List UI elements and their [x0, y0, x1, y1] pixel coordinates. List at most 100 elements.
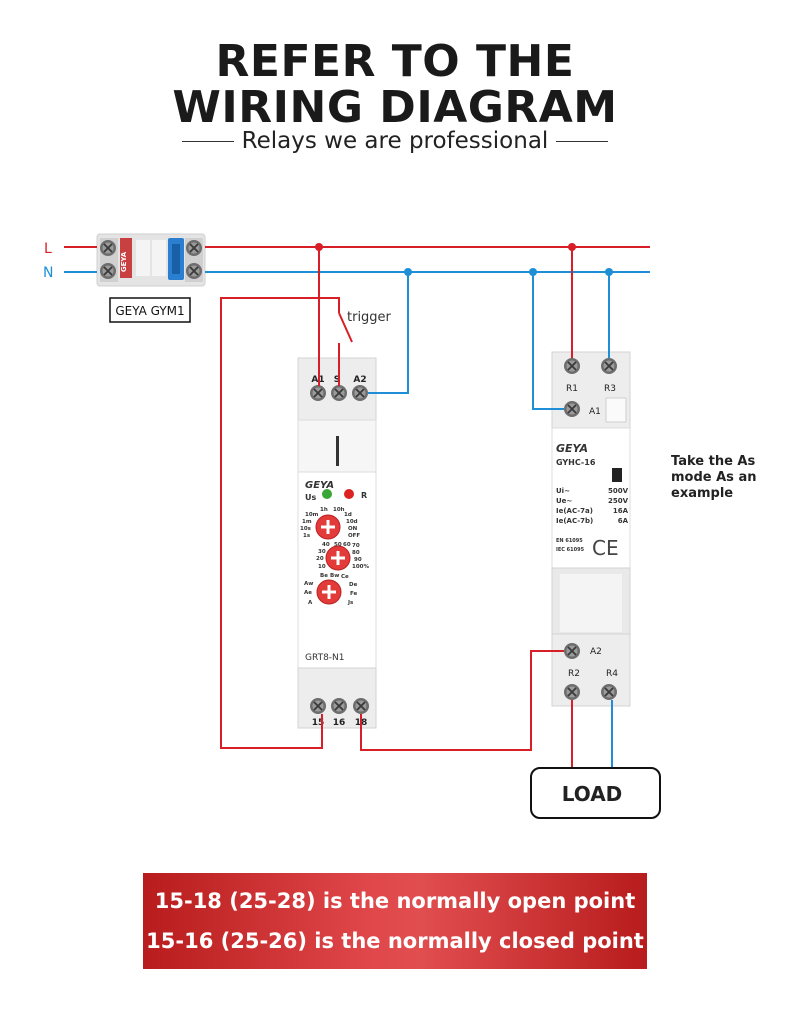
timer-dial-mode[interactable] [315, 578, 343, 606]
contactor-terminal-r2-label: R2 [568, 669, 580, 679]
note-line-1: Take the As [671, 454, 755, 469]
timer-relay: GEYA Us R 1h 10h 10m 1d 1m 10d 10s ON 1s… [297, 357, 377, 729]
breaker-label: GEYA GYM1 [115, 304, 184, 318]
dial1-label-10m: 10m [305, 512, 319, 518]
spec-ie7a-key: Ie(AC-7a) [556, 507, 593, 515]
timer-terminal-s-label: S [334, 375, 340, 385]
subtitle-rule-left [181, 141, 234, 142]
contactor-terminal-r1-label: R1 [566, 384, 578, 394]
contactor-terminal-a2-label: A2 [590, 647, 602, 657]
subtitle: Relays we are professional [0, 128, 790, 154]
timer-screw-a2 [351, 384, 369, 402]
standard-iec: IEC 61095 [556, 547, 585, 553]
dial2-label-80: 80 [352, 550, 360, 556]
dial2-label-30: 30 [318, 549, 326, 555]
dial3-label-ce: Ce [341, 574, 349, 580]
breaker-label-box [109, 297, 191, 323]
spec-ui-key: Ui~ [556, 487, 570, 495]
note-line-2: mode As an [671, 470, 756, 485]
dial1-label-10s: 10s [300, 526, 312, 532]
dial1-label-off: OFF [348, 533, 360, 539]
timer-led-us [322, 489, 332, 499]
contact-note-banner: 15-18 (25-28) is the normally open point… [143, 873, 647, 969]
dial1-label-1s: 1s [303, 533, 311, 539]
timer-model: GRT8-N1 [305, 653, 345, 663]
timer-brand: GEYA [305, 480, 334, 491]
neutral-label: N [43, 265, 53, 281]
timer-dial-range[interactable] [314, 513, 342, 541]
title-line-2: WIRING DIAGRAM [172, 82, 618, 133]
note-line-3: example [671, 486, 733, 501]
contactor-terminal-r3-label: R3 [604, 384, 616, 394]
dial1-label-1m: 1m [302, 519, 312, 525]
wire-neutral-to-contactor-a1 [532, 272, 564, 410]
timer-terminal-a2-label: A2 [353, 375, 366, 385]
contactor-screw-a2 [563, 642, 581, 660]
dial3-label-js: Js [347, 600, 354, 606]
dial3-label-ae: Ae [304, 590, 312, 596]
wire-18-to-a2 [360, 650, 564, 751]
contactor-screw-a1 [563, 400, 581, 418]
spec-ui-val: 500V [608, 487, 629, 495]
timer-led-r-label: R [361, 491, 367, 500]
live-label: L [44, 241, 52, 257]
subtitle-text: Relays we are professional [241, 128, 549, 154]
breaker-device: GEYA [96, 233, 206, 287]
subtitle-rule-right [556, 141, 609, 142]
standard-en: EN 61095 [556, 538, 583, 544]
load-label: LOAD [562, 782, 623, 806]
timer-screw-a1 [309, 384, 327, 402]
dial1-label-10d: 10d [346, 519, 358, 525]
dial3-label-be: Be [320, 573, 328, 579]
load-box [530, 767, 661, 819]
title-line-1: REFER TO THE [215, 36, 575, 87]
dial1-label-on: ON [348, 526, 358, 532]
dial1-label-1d: 1d [344, 512, 352, 518]
contactor-indicator [612, 468, 622, 482]
dial2-label-70: 70 [352, 543, 360, 549]
contactor-screw-r1 [563, 357, 581, 375]
spec-ie7b-key: Ie(AC-7b) [556, 517, 593, 525]
contactor-screw-r3 [600, 357, 618, 375]
contactor-terminal-a1-label: A1 [589, 407, 601, 417]
contactor: GEYA GYHC-16 Ui~ 500V Ue~ 250V Ie(AC-7a)… [551, 351, 631, 707]
dial1-label-1h: 1h [320, 507, 328, 513]
contactor-model: GYHC-16 [556, 458, 596, 467]
dial2-label-100: 100% [352, 564, 369, 570]
spec-ie7a-val: 16A [613, 507, 629, 515]
spec-ue-val: 250V [608, 497, 629, 505]
dial2-label-60: 60 [343, 542, 351, 548]
timer-terminal-15-label: 15 [312, 718, 325, 728]
dial3-label-bw: Bw [330, 573, 339, 579]
ce-mark: CE [592, 536, 619, 560]
spec-ie7b-val: 6A [618, 517, 629, 525]
timer-terminal-16-label: 16 [333, 718, 346, 728]
banner-line-1: 15-18 (25-28) is the normally open point [154, 889, 636, 913]
dial2-label-50: 50 [334, 542, 342, 548]
wire-neutral-to-timer-a2 [368, 272, 409, 394]
dial2-label-40: 40 [322, 542, 330, 548]
timer-screw-s [330, 384, 348, 402]
dial2-label-90: 90 [354, 557, 362, 563]
banner-line-2: 15-16 (25-26) is the normally closed poi… [146, 929, 644, 953]
trigger-switch[interactable] [338, 312, 353, 343]
dial3-label-de: De [349, 582, 358, 588]
dial3-label-fe: Fe [350, 591, 358, 597]
timer-led-r [344, 489, 354, 499]
contactor-screw-r2 [563, 683, 581, 701]
dial3-label-a: A [308, 600, 313, 606]
dial2-label-20: 20 [316, 556, 324, 562]
dial1-label-10h: 10h [333, 507, 345, 513]
dial3-label-aw: Aw [304, 581, 313, 587]
timer-led-us-label: Us [305, 493, 316, 502]
timer-screw-18 [352, 697, 370, 715]
dial2-label-10: 10 [318, 564, 326, 570]
timer-dial-percent[interactable] [324, 544, 352, 572]
trigger-label: trigger [347, 310, 392, 325]
timer-screw-15 [309, 697, 327, 715]
contactor-terminal-r4-label: R4 [606, 669, 618, 679]
timer-screw-16 [330, 697, 348, 715]
contactor-screw-r4 [600, 683, 618, 701]
spec-ue-key: Ue~ [556, 497, 572, 505]
wire-trigger-feed [319, 297, 340, 313]
